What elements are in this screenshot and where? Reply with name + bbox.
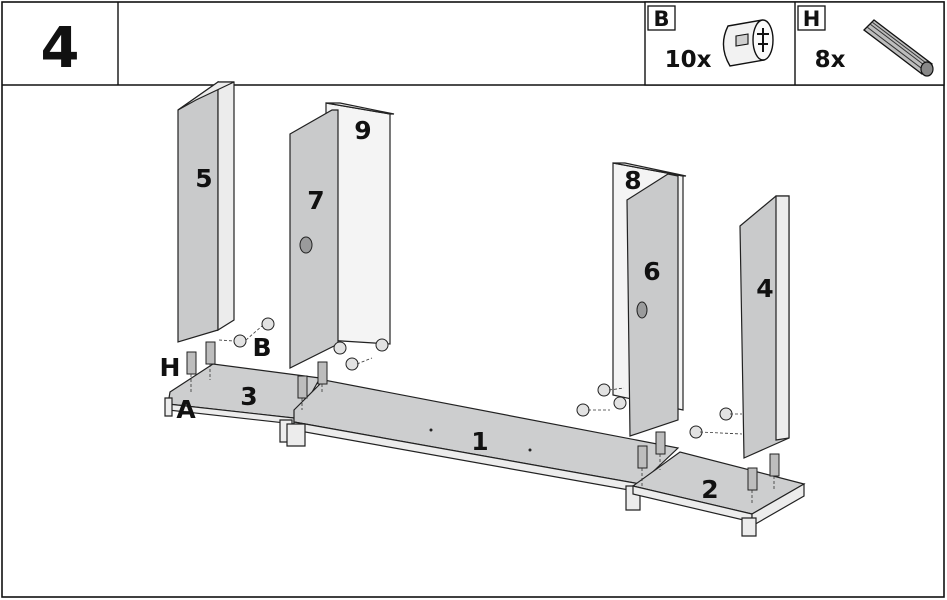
hardware-group <box>186 317 780 504</box>
part-label-3: 3 <box>240 382 257 411</box>
part-label-2: 2 <box>701 475 718 504</box>
hardware-label-a: A <box>176 395 196 424</box>
wooden-dowel-icon <box>863 19 934 77</box>
side-panel-9 <box>325 102 395 345</box>
part-b-quantity: 10x <box>665 47 712 73</box>
part-label-5: 5 <box>195 164 212 193</box>
part-label-4: 4 <box>756 274 773 303</box>
hardware-label-b: B <box>252 333 271 362</box>
side-panel-4 <box>739 195 790 459</box>
side-panel-7 <box>289 109 339 369</box>
cam-lock-icon <box>722 19 774 67</box>
step-number: 4 <box>41 16 80 81</box>
part-label-1: 1 <box>471 427 488 456</box>
base-panel-2 <box>631 451 806 537</box>
side-panel-5 <box>177 80 235 343</box>
part-h-quantity: 8x <box>815 47 846 73</box>
base-panel-3 <box>164 363 321 443</box>
side-panel-6 <box>626 173 679 437</box>
base-panel-1 <box>286 379 680 511</box>
part-label-9: 9 <box>354 116 371 145</box>
part-label-6: 6 <box>643 257 660 286</box>
part-label-8: 8 <box>624 166 641 195</box>
part-b-letter-box <box>647 5 676 31</box>
part-label-7: 7 <box>307 186 324 215</box>
part-b-letter: B <box>653 7 669 31</box>
part-h-letter-box <box>797 5 826 31</box>
part-h-letter: H <box>803 7 821 31</box>
hardware-label-h: H <box>160 353 181 382</box>
